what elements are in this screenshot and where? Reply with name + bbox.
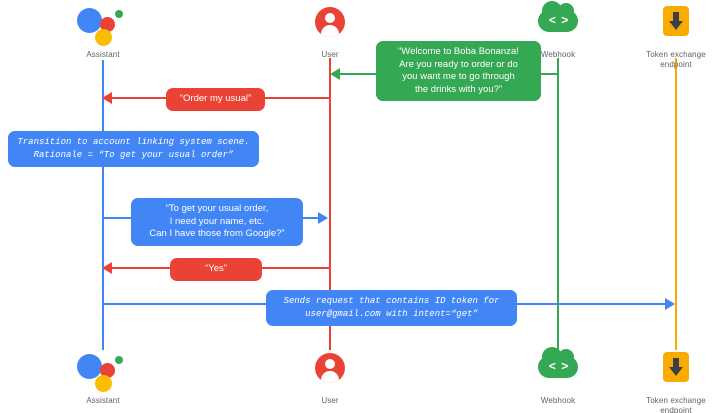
assistant-blue-dot-icon <box>77 8 102 33</box>
lifeline-webhook <box>557 58 559 350</box>
actor-label-endpoint: Token exchange endpoint <box>646 50 706 69</box>
cloud-code-icon: < > <box>530 347 586 394</box>
download-box-icon <box>648 4 704 48</box>
arrow-head-sends-request <box>665 298 675 310</box>
message-order-my-usual: “Order my usual” <box>166 88 265 111</box>
down-arrow-shaft-icon <box>673 12 679 23</box>
down-arrow-head-icon <box>669 367 683 376</box>
actor-assistant-bottom: Assistant <box>43 350 163 406</box>
message-welcome: “Welcome to Boba Bonanza! Are you ready … <box>376 41 541 101</box>
download-box-icon <box>648 350 704 394</box>
lifeline-assistant <box>102 60 104 350</box>
actor-label-webhook: Webhook <box>540 50 576 59</box>
actor-label-assistant: Assistant <box>86 396 120 405</box>
actor-endpoint-bottom: Token exchange endpoint <box>616 350 725 413</box>
actor-label-assistant: Assistant <box>86 50 120 59</box>
user-body-shape <box>321 25 339 37</box>
cloud-code-icon: < > <box>530 1 586 48</box>
arrow-head-yes <box>102 262 112 274</box>
assistant-green-dot-icon <box>115 10 123 18</box>
user-head-shape <box>325 359 335 369</box>
code-brackets-glyph: < > <box>548 360 569 374</box>
assistant-blue-dot-icon <box>77 354 102 379</box>
message-yes: “Yes” <box>170 258 262 281</box>
actor-webhook-bottom: < > Webhook <box>498 347 618 406</box>
google-assistant-icon <box>75 350 131 394</box>
assistant-yellow-dot-icon <box>95 375 112 392</box>
actor-endpoint-top: Token exchange endpoint <box>616 4 725 70</box>
code-brackets-glyph: < > <box>548 14 569 28</box>
assistant-green-dot-icon <box>115 356 123 364</box>
user-body-shape <box>321 371 339 383</box>
user-glyph-clip <box>315 353 345 383</box>
down-arrow-shaft-icon <box>673 358 679 369</box>
user-avatar-icon <box>302 4 358 48</box>
actor-assistant-top: Assistant <box>43 4 163 60</box>
user-avatar-icon <box>302 350 358 394</box>
actor-label-endpoint: Token exchange endpoint <box>646 396 706 413</box>
actor-label-user: User <box>321 50 339 59</box>
assistant-red-dot-icon <box>100 17 115 32</box>
lifeline-user <box>329 58 331 350</box>
arrow-head-welcome <box>330 68 340 80</box>
actor-label-webhook: Webhook <box>540 396 576 405</box>
cloud-shape <box>538 347 578 378</box>
user-head-shape <box>325 13 335 23</box>
down-arrow-head-icon <box>669 21 683 30</box>
actor-user-top: User <box>270 4 390 60</box>
cloud-shape <box>538 1 578 32</box>
arrow-head-order-my-usual <box>102 92 112 104</box>
arrow-head-ask-for-name <box>318 212 328 224</box>
google-assistant-icon <box>75 4 131 48</box>
actor-label-user: User <box>321 396 339 405</box>
actor-webhook-top: < > Webhook <box>498 1 618 60</box>
message-ask-for-name: “To get your usual order, I need your na… <box>131 198 303 246</box>
user-glyph-clip <box>315 7 345 37</box>
assistant-red-dot-icon <box>100 363 115 378</box>
message-sends-request: Sends request that contains ID token for… <box>266 290 517 326</box>
actor-user-bottom: User <box>270 350 390 406</box>
message-transition-note: Transition to account linking system sce… <box>8 131 259 167</box>
assistant-yellow-dot-icon <box>95 29 112 46</box>
lifeline-endpoint <box>675 58 677 350</box>
